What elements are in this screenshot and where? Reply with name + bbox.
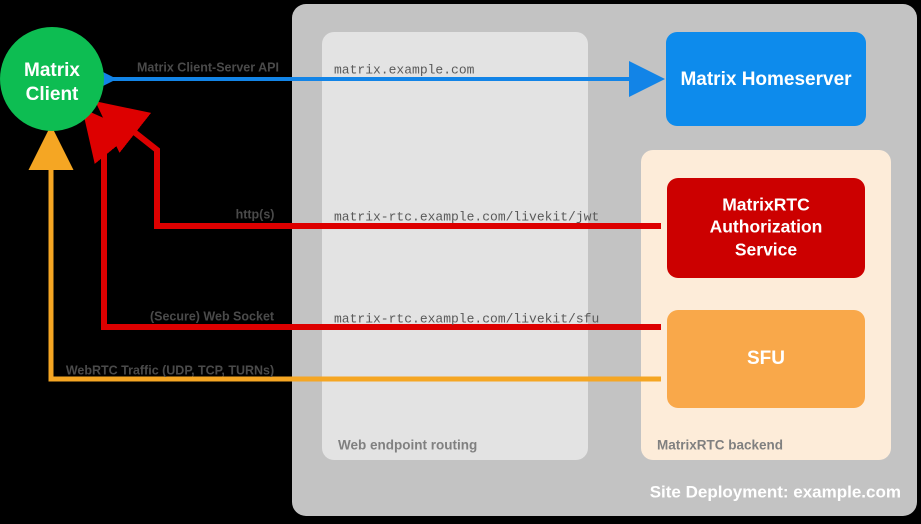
matrixrtc-authorization-service-shape — [667, 178, 865, 278]
matrix-homeserver-label: Matrix Homeserver — [680, 69, 852, 90]
connection-webrtc-traffic: WebRTC Traffic (UDP, TCP, TURNs) — [28, 125, 661, 382]
matrix-client-label-line-2: Client — [26, 84, 79, 105]
arrow-webrtc-traffic — [28, 125, 661, 382]
sfu-label: SFU — [747, 348, 785, 369]
node-matrixrtc-authorization-service[interactable]: MatrixRTC Authorization Service — [667, 178, 865, 278]
zone-site-deployment-label: Site Deployment: example.com — [650, 482, 901, 501]
node-matrix-client[interactable]: Matrix Client — [0, 27, 104, 131]
label-webrtc-traffic-protocol: WebRTC Traffic (UDP, TCP, TURNs) — [66, 363, 274, 377]
label-client-server-api-protocol: Matrix Client-Server API — [137, 60, 279, 74]
auth-service-label-line-2: Authorization — [710, 217, 823, 237]
connection-client-server-api: Matrix Client-Server API matrix.example.… — [81, 60, 665, 97]
node-sfu[interactable]: SFU — [667, 310, 865, 408]
label-livekit-sfu-endpoint: matrix-rtc.example.com/livekit/sfu — [334, 311, 599, 326]
label-livekit-jwt-protocol: http(s) — [236, 207, 275, 221]
arrow-livekit-sfu-websocket — [82, 108, 661, 330]
sfu-shape — [667, 310, 865, 408]
zone-web-endpoint-routing-label: Web endpoint routing — [338, 438, 477, 453]
matrix-homeserver-shape — [666, 32, 866, 126]
node-matrix-homeserver[interactable]: Matrix Homeserver — [666, 32, 866, 126]
connection-livekit-sfu-websocket: (Secure) Web Socket matrix-rtc.example.c… — [82, 108, 661, 330]
matrix-client-label-line-1: Matrix — [24, 60, 80, 81]
label-livekit-jwt-endpoint: matrix-rtc.example.com/livekit/jwt — [334, 209, 599, 224]
auth-service-label-line-1: MatrixRTC — [722, 195, 810, 215]
label-client-server-api-endpoint: matrix.example.com — [334, 62, 475, 77]
label-livekit-sfu-protocol: (Secure) Web Socket — [150, 309, 275, 323]
auth-service-label-line-3: Service — [735, 240, 798, 260]
zone-matrixrtc-backend-label: MatrixRTC backend — [657, 438, 783, 453]
zone-web-endpoint-routing: Web endpoint routing — [322, 32, 588, 460]
matrix-client-shape — [0, 27, 104, 131]
